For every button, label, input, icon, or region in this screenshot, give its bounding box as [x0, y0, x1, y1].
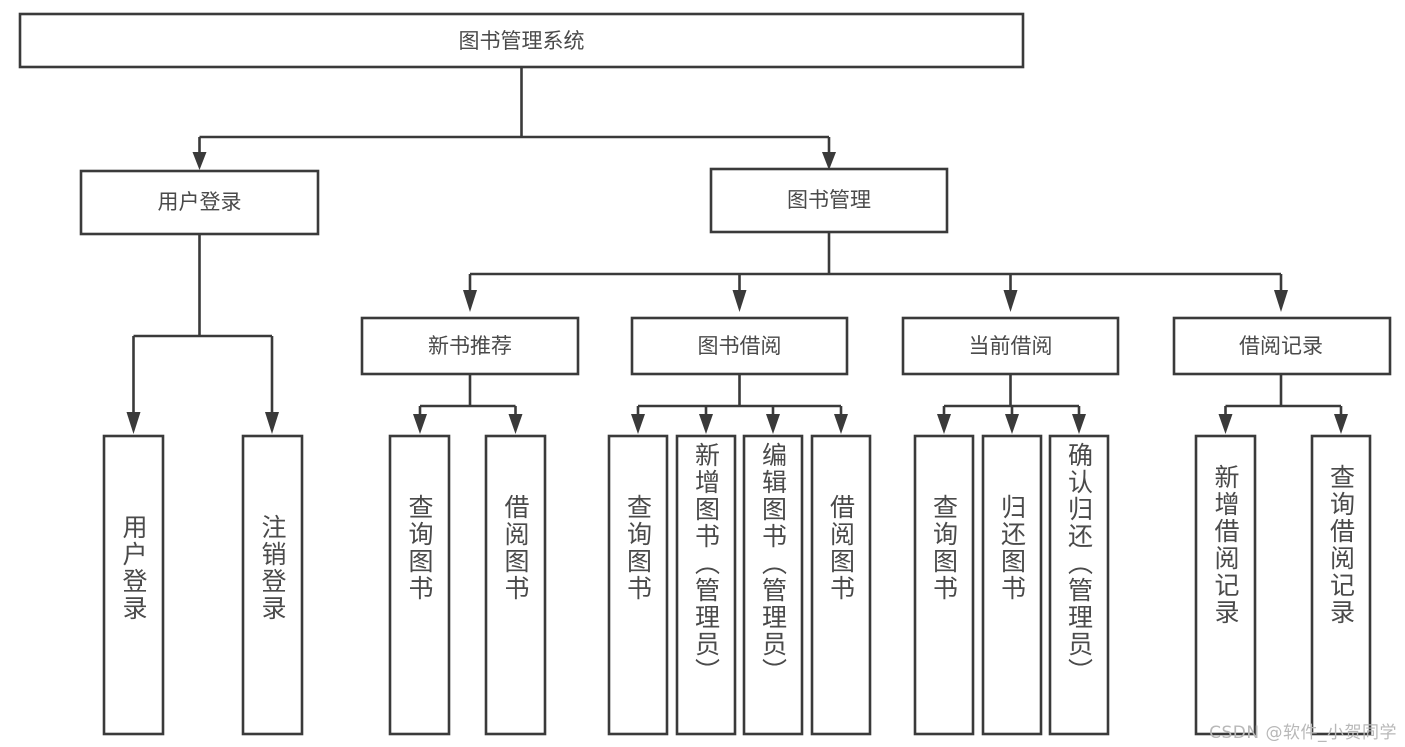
- node-current-borrow-label: 当前借阅: [969, 334, 1053, 358]
- node-book-manage-label: 图书管理: [787, 188, 871, 212]
- leaf-boxes-borrow-record: [1194, 434, 1372, 736]
- arrowhead-cb-leaf1: [937, 414, 951, 434]
- leaf-box-add-book-admin[interactable]: [675, 434, 737, 736]
- node-current-borrow-box[interactable]: [901, 316, 1120, 376]
- watermark-text: CSDN @软件_小贺同学: [1209, 723, 1397, 743]
- arrowhead-leaf-user-login: [126, 412, 141, 434]
- leaf-box-query-book-3[interactable]: [913, 434, 975, 736]
- connector-group-newbook-to-leaves: [413, 374, 523, 434]
- arrowhead-cb-leaf3: [1072, 414, 1086, 434]
- leaf-box-query-book-2[interactable]: [607, 434, 669, 736]
- node-root-label: 图书管理系统: [459, 29, 585, 53]
- leaf-boxes-book-borrow: [607, 434, 872, 736]
- leaf-box-add-borrow-record[interactable]: [1194, 434, 1257, 736]
- node-current-borrow[interactable]: 当前借阅: [901, 316, 1120, 376]
- connector-group-userlogin-to-leaves: [126, 234, 279, 434]
- leaf-box-borrow-book-1[interactable]: [484, 434, 547, 736]
- arrowhead-user-login: [192, 152, 207, 170]
- node-borrow-record[interactable]: 借阅记录: [1172, 316, 1392, 376]
- leaf-box-user-login[interactable]: [102, 434, 165, 736]
- leaf-boxes-current-borrow: [913, 434, 1110, 736]
- connector-group-bookborrow-to-leaves: [631, 374, 848, 434]
- node-borrow-record-label: 借阅记录: [1239, 334, 1323, 358]
- arrowhead-newbook-leaf1: [413, 414, 427, 434]
- node-root[interactable]: 图书管理系统: [18, 12, 1025, 69]
- node-root-box[interactable]: [18, 12, 1025, 69]
- arrowhead-cb-leaf2: [1005, 414, 1019, 434]
- leaf-boxes-new-book-recommend: [388, 434, 547, 736]
- leaf-box-borrow-book-2[interactable]: [810, 434, 872, 736]
- arrowhead-bb-leaf1: [631, 414, 645, 434]
- leaf-box-confirm-return-admin[interactable]: [1048, 434, 1110, 736]
- node-user-login[interactable]: 用户登录: [79, 169, 320, 236]
- connector-group-currentborrow-to-leaves: [937, 374, 1086, 434]
- node-new-book-recommend-label: 新书推荐: [428, 334, 512, 358]
- node-book-manage[interactable]: 图书管理: [709, 167, 949, 234]
- node-borrow-record-box[interactable]: [1172, 316, 1392, 376]
- node-new-book-recommend[interactable]: 新书推荐: [360, 316, 580, 376]
- arrowhead-book-borrow: [732, 290, 747, 312]
- arrowhead-borrow-record: [1274, 290, 1288, 312]
- connector-group-borrowrecord-to-leaves: [1218, 374, 1348, 434]
- leaf-box-query-book-1[interactable]: [388, 434, 451, 736]
- arrowhead-book-manage: [822, 152, 836, 170]
- leaf-box-edit-book-admin[interactable]: [742, 434, 804, 736]
- node-new-book-recommend-box[interactable]: [360, 316, 580, 376]
- node-user-login-label: 用户登录: [158, 190, 242, 214]
- arrowhead-bb-leaf2: [699, 414, 713, 434]
- node-book-borrow[interactable]: 图书借阅: [630, 316, 849, 376]
- arrowhead-br-leaf2: [1334, 414, 1348, 434]
- arrowhead-br-leaf1: [1218, 414, 1233, 434]
- node-book-borrow-box[interactable]: [630, 316, 849, 376]
- leaf-box-logout[interactable]: [241, 434, 304, 736]
- arrowhead-current-borrow: [1003, 290, 1018, 312]
- leaf-box-return-book[interactable]: [981, 434, 1043, 736]
- node-user-login-box[interactable]: [79, 169, 320, 236]
- leaf-boxes-user-login: [102, 434, 304, 736]
- arrowhead-leaf-logout: [265, 412, 279, 434]
- node-book-borrow-label: 图书借阅: [698, 334, 782, 358]
- node-book-manage-box[interactable]: [709, 167, 949, 234]
- arrowhead-newbook-leaf2: [508, 414, 523, 434]
- arrowhead-new-book-recommend: [463, 290, 477, 312]
- leaf-box-query-borrow-record[interactable]: [1310, 434, 1372, 736]
- arrowhead-bb-leaf4: [834, 414, 848, 434]
- arrowhead-bb-leaf3: [766, 414, 780, 434]
- connector-group-bookmanage-to-level3: [463, 232, 1288, 312]
- connector-group-root-to-level2: [192, 68, 836, 170]
